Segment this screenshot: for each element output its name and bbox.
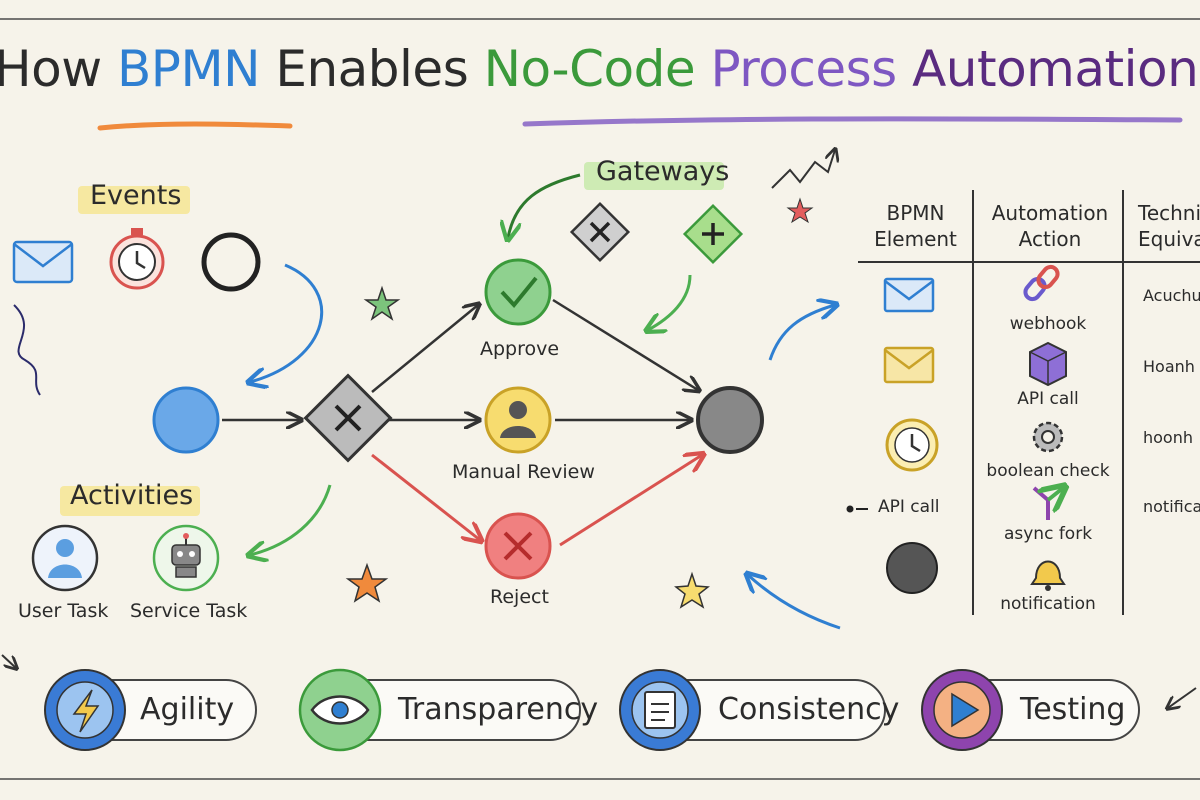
action-boolean-check: boolean check [986,461,1110,481]
user-task-icon [31,524,99,592]
user-icon [484,386,552,454]
benefit-consistency [619,669,886,751]
tech-value: Hoanh [1143,357,1195,376]
star-icon [674,571,710,609]
approve-to-end [552,298,698,390]
user-task-label: User Task [18,600,109,622]
bottom-right-arrow [1168,687,1197,708]
from-table-arrow [748,575,841,630]
gateway-curve-arrow-right [648,274,692,330]
flow-to-reject [371,453,480,540]
end-event [696,386,764,454]
parallel-gateway-legend-icon [682,203,744,265]
action-async-fork: async fork [1003,524,1093,544]
to-table-arrow [768,305,835,361]
bullet-dot [846,505,854,513]
action-api-call: API call [1017,389,1079,409]
timer-icon [109,228,165,290]
service-task-label: Service Task [130,600,248,622]
title-underline-orange [97,121,293,131]
benefit-agility [44,669,257,751]
bottom-border [0,778,1200,780]
exclusive-gateway [303,373,393,463]
service-task-icon [152,524,220,592]
play-icon [951,692,980,728]
bottom-left-arrow [1,654,16,668]
title-bpmn: BPMN [116,40,261,98]
table-header-element: BPMN Element [874,201,957,251]
title-nocode: No-Code [483,40,696,98]
events-highlight [78,186,190,214]
zigzag-decoration [771,150,835,189]
title-part: Enables [259,40,484,98]
cube-icon [1029,341,1067,387]
end-event-icon [886,542,938,594]
benefit-agility-label: Agility [140,692,235,727]
flow-to-approve [371,305,478,393]
exclusive-gateway-legend-icon [569,201,631,263]
reject-icon [484,512,552,580]
approve-label: Approve [480,338,560,360]
activities-label: Activities [70,480,194,511]
message-event-icon [883,346,935,384]
message-event-icon [883,277,935,313]
gateways-label: Gateways [596,156,730,187]
squiggle-decoration [13,304,41,396]
timer-event-icon [885,418,939,472]
title-underline-purple [522,116,1183,127]
reject-to-end [559,455,702,547]
clipboard-icon [644,691,676,729]
table-header-action: Automation Action [991,201,1109,251]
benefit-transparency [298,668,581,752]
benefit-testing-label: Testing [1020,692,1126,727]
page-title: How BPMN Enables No-Code Process Automat… [0,40,1200,120]
benefit-transparency-label: Transparency [398,692,599,727]
star-icon [345,562,389,603]
tech-value: hoonh [1143,428,1193,447]
title-automation: Automation [912,40,1199,98]
gateways-highlight [584,162,724,190]
star-icon [363,285,401,321]
bell-icon [1030,560,1066,591]
activities-curve-arrow [250,484,332,555]
action-notification: notification [1000,594,1096,614]
title-part: How [0,40,117,98]
end-event-icon [201,232,261,292]
action-webhook: webhook [1009,314,1087,334]
benefit-testing [921,669,1140,751]
envelope-icon [12,240,74,284]
fork-icon [1032,488,1063,520]
api-call-note: API call [878,497,940,517]
star-icon [786,197,814,224]
lightning-icon [72,689,100,733]
title-process: Process [695,40,913,98]
start-event [152,386,220,454]
activities-highlight [60,486,200,516]
link-icon [1023,264,1060,302]
reject-label: Reject [490,586,549,608]
gateway-curve-arrow [508,173,581,238]
manual-review-label: Manual Review [452,461,595,483]
benefit-consistency-label: Consistency [718,692,900,727]
top-border [0,18,1200,20]
gear-icon [1032,421,1064,453]
approve-icon [484,258,552,326]
table-header-technical: Technical Equivalent [1138,201,1200,251]
blue-curve-arrow [250,263,324,382]
events-label: Events [90,180,182,211]
tech-value: notifica [1143,497,1200,516]
tech-value: Acuchu [1143,286,1200,305]
